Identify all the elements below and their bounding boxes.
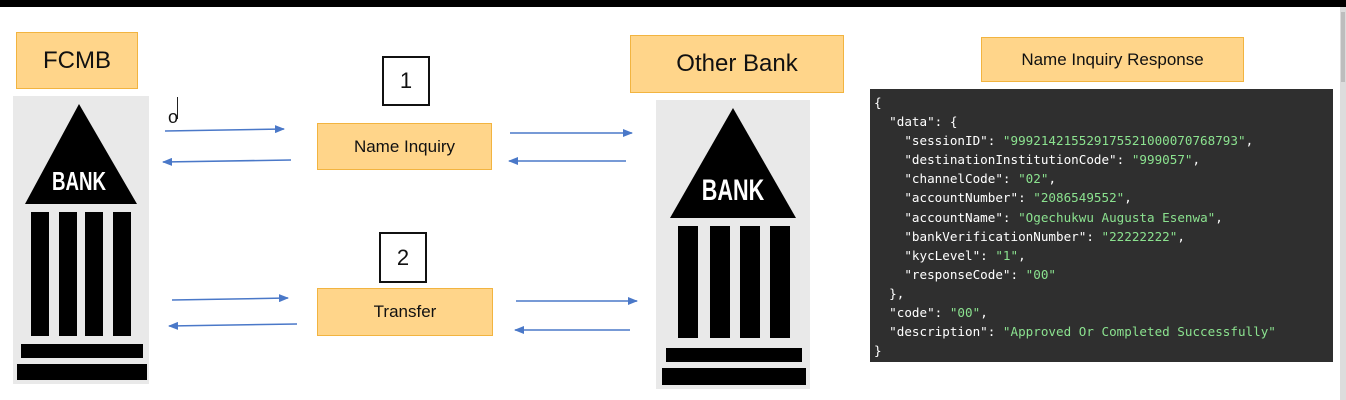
json-key: "channelCode" (904, 171, 1003, 187)
json-key: "bankVerificationNumber" (904, 228, 1087, 244)
name-inquiry-text: Name Inquiry (353, 136, 456, 156)
other-bank-label: Other Bank (630, 35, 844, 93)
step-2-number: 2 (396, 244, 410, 270)
scrollbar-thumb[interactable] (1341, 12, 1345, 82)
json-brace: { (874, 95, 882, 110)
json-brace: } (874, 343, 882, 359)
json-key: "responseCode" (904, 266, 1011, 282)
json-brace: { (949, 114, 958, 130)
json-line: "accountNumber": "2086549552", (904, 190, 1132, 206)
json-key: "code" (889, 305, 935, 321)
json-value: "2086549552" (1033, 190, 1125, 206)
json-line: "channelCode": "02", (904, 171, 1057, 187)
other-bank-icon-text: BANK (702, 172, 764, 206)
stray-mark: o (168, 107, 179, 127)
json-line: { (874, 93, 1333, 112)
arrow-fcmb-to-inquiry (164, 125, 285, 134)
arrow-transfer-to-fcmb (168, 321, 298, 330)
json-line: "kycLevel": "1", (904, 247, 1026, 263)
json-key: "accountNumber" (904, 190, 1019, 206)
step-2-box: 2 (379, 232, 427, 283)
other-bank-label-text: Other Bank (676, 50, 798, 77)
scrollbar[interactable] (1340, 7, 1346, 400)
json-key: "description" (889, 324, 988, 340)
json-key: "accountName" (904, 209, 1003, 225)
json-line: "code": "00", (889, 305, 988, 321)
json-line: "accountName": "Ogechukwu Augusta Esenwa… (904, 209, 1223, 225)
json-brace: }, (889, 285, 905, 301)
json-line: } (874, 341, 1333, 360)
json-line: "destinationInstitutionCode": "999057", (904, 152, 1201, 168)
name-inquiry-box: Name Inquiry (317, 123, 492, 170)
json-line: "responseCode": "00" (904, 266, 1057, 282)
fcmb-label-text: FCMB (43, 46, 111, 74)
other-bank-icon: BANK (656, 100, 810, 389)
step-1-box: 1 (382, 56, 430, 106)
json-line: }, (874, 284, 1333, 303)
json-value: "999057" (1131, 152, 1193, 168)
json-key: "kycLevel" (904, 247, 981, 263)
window-top-bar (0, 0, 1346, 7)
json-line: "data": { (889, 114, 958, 130)
json-value: "Ogechukwu Augusta Esenwa" (1018, 209, 1216, 225)
json-value: "999214215529175521000070768793" (1002, 133, 1246, 149)
json-key: "destinationInstitutionCode" (904, 152, 1117, 168)
json-line: "bankVerificationNumber": "22222222", (904, 228, 1185, 244)
step-1-number: 1 (399, 68, 413, 93)
fcmb-label: FCMB (16, 32, 138, 89)
json-value: "22222222" (1101, 228, 1178, 244)
name-inquiry-response-json: { "data": { "sessionID": "99921421552917… (870, 89, 1333, 362)
fcmb-bank-icon-text: BANK (52, 166, 107, 196)
name-inquiry-response-text: Name Inquiry Response (1021, 49, 1204, 69)
json-value: "00" (949, 305, 981, 321)
json-key: "sessionID" (904, 133, 988, 149)
json-line: "sessionID": "99921421552917552100007076… (904, 133, 1254, 149)
json-value: "02" (1018, 171, 1049, 187)
arrow-fcmb-to-transfer (171, 294, 289, 303)
name-inquiry-response-label: Name Inquiry Response (981, 37, 1244, 82)
transfer-box: Transfer (317, 288, 493, 336)
json-value: "00" (1025, 266, 1057, 282)
text-cursor (177, 97, 178, 119)
fcmb-bank-icon: BANK (13, 96, 149, 384)
transfer-text: Transfer (373, 302, 437, 321)
arrow-inquiry-to-fcmb (162, 157, 292, 166)
json-key: "data" (889, 114, 935, 130)
json-line: "description": "Approved Or Completed Su… (889, 324, 1276, 340)
json-value: "1" (995, 247, 1019, 263)
json-value: "Approved Or Completed Successfully" (1002, 324, 1276, 340)
